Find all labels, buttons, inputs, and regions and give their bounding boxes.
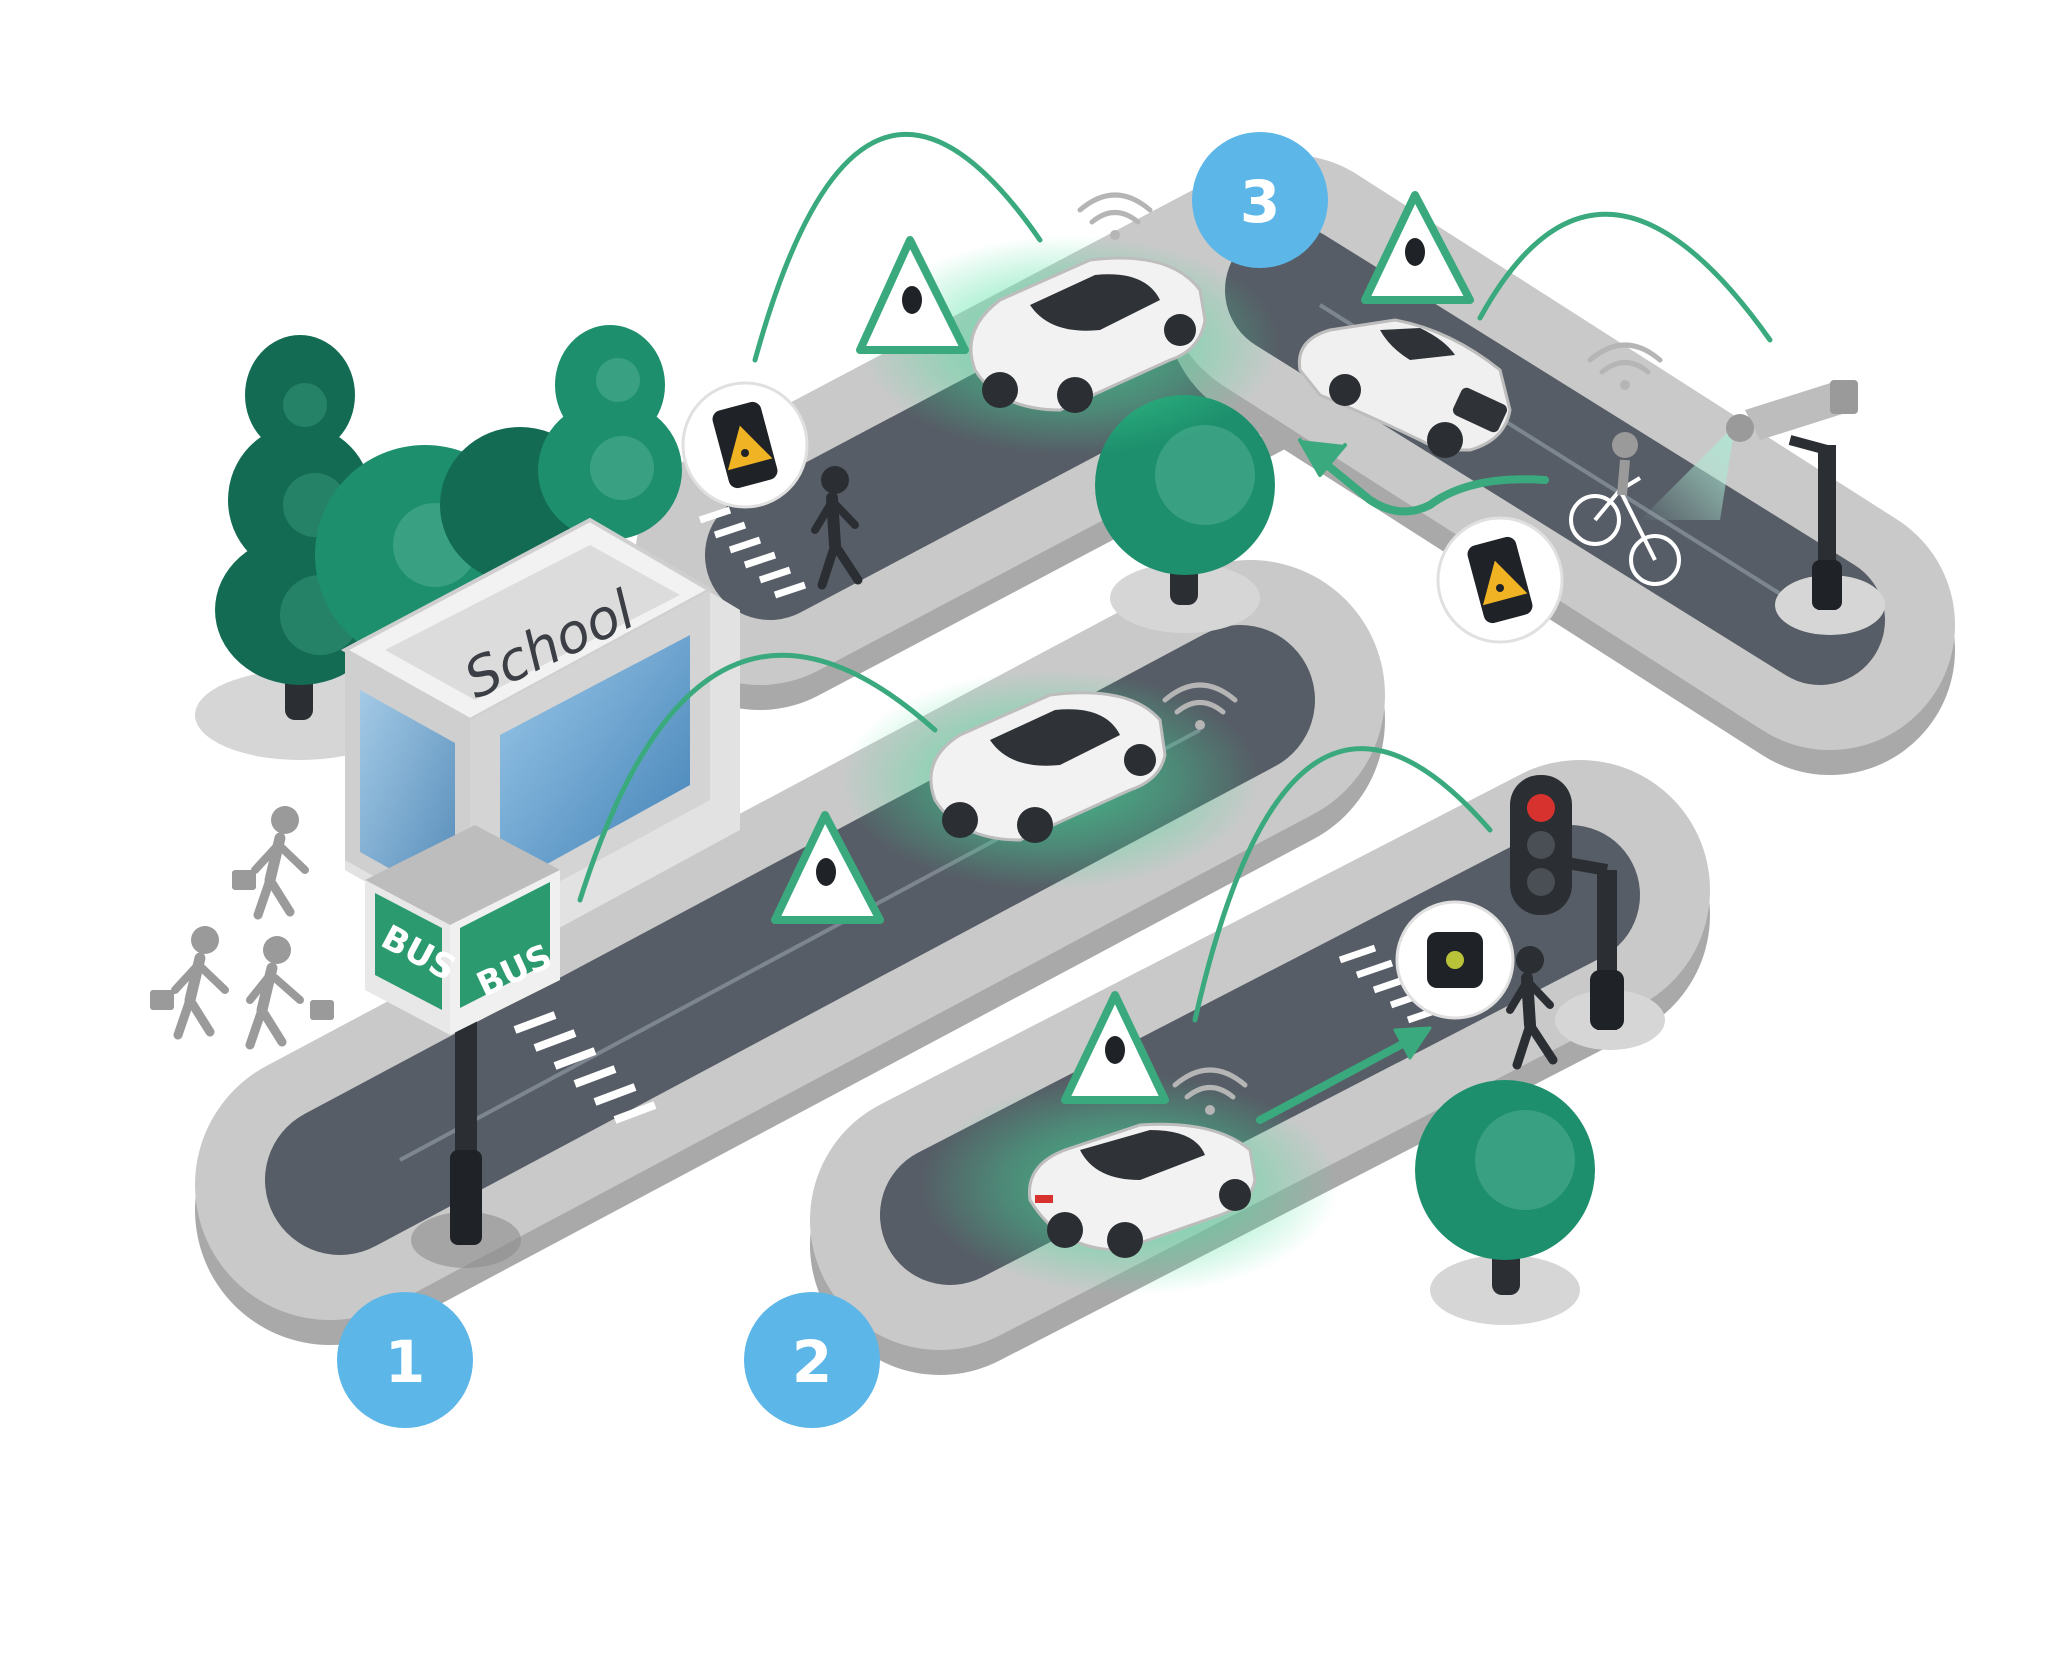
car-top bbox=[969, 256, 1207, 413]
bus-stop: BUS BUS bbox=[365, 825, 560, 1268]
signal-arc bbox=[1477, 211, 1773, 343]
crosswalk-road-1 bbox=[513, 1011, 657, 1124]
pedestrian-icon bbox=[245, 936, 334, 1050]
step-badge-1-label: 1 bbox=[385, 1328, 425, 1396]
tree-lower-right bbox=[1415, 1080, 1595, 1325]
traffic-light-icon bbox=[1510, 775, 1665, 1050]
step-badge-2: 2 bbox=[744, 1292, 880, 1428]
warning-triangle-icon bbox=[771, 811, 884, 924]
pedestrian-icon bbox=[150, 926, 229, 1040]
warning-triangle-icon bbox=[1061, 991, 1169, 1104]
warning-triangle-icon bbox=[1361, 191, 1474, 304]
signal-arc bbox=[1192, 746, 1493, 1023]
car-middle bbox=[929, 691, 1167, 843]
wifi-signal-icon bbox=[1162, 682, 1238, 730]
surveillance-camera-icon bbox=[1640, 380, 1885, 635]
pedestrian-icon bbox=[232, 806, 309, 920]
step-badge-3-label: 3 bbox=[1240, 168, 1280, 236]
wifi-signal-icon bbox=[1587, 342, 1663, 390]
cyclist-icon bbox=[1569, 432, 1681, 586]
wifi-signal-icon bbox=[1077, 192, 1153, 240]
car-top-right bbox=[1297, 318, 1512, 458]
arrow-left bbox=[1311, 451, 1549, 516]
pedestrians-waiting bbox=[150, 806, 334, 1050]
arrow-right bbox=[1256, 1036, 1414, 1124]
car-bottom bbox=[1027, 1122, 1257, 1258]
step-badge-1: 1 bbox=[337, 1292, 473, 1428]
direction-arrows bbox=[1256, 438, 1549, 1124]
pedestrian-icon bbox=[811, 466, 863, 590]
phone-alert-icon bbox=[1436, 516, 1564, 644]
signal-arc bbox=[752, 131, 1043, 363]
signal-arc bbox=[577, 652, 938, 903]
signal-arcs bbox=[577, 131, 1773, 1023]
pedestrian-icon bbox=[1506, 946, 1558, 1070]
traffic-light-alert-icon bbox=[1395, 900, 1515, 1020]
step-badge-3: 3 bbox=[1192, 132, 1328, 268]
step-badge-2-label: 2 bbox=[792, 1328, 832, 1396]
wifi-signal-icon bbox=[1172, 1067, 1248, 1115]
crosswalk-road-3 bbox=[698, 506, 807, 599]
warning-triangle-icon bbox=[856, 236, 969, 354]
phone-alert-icon bbox=[681, 381, 809, 509]
